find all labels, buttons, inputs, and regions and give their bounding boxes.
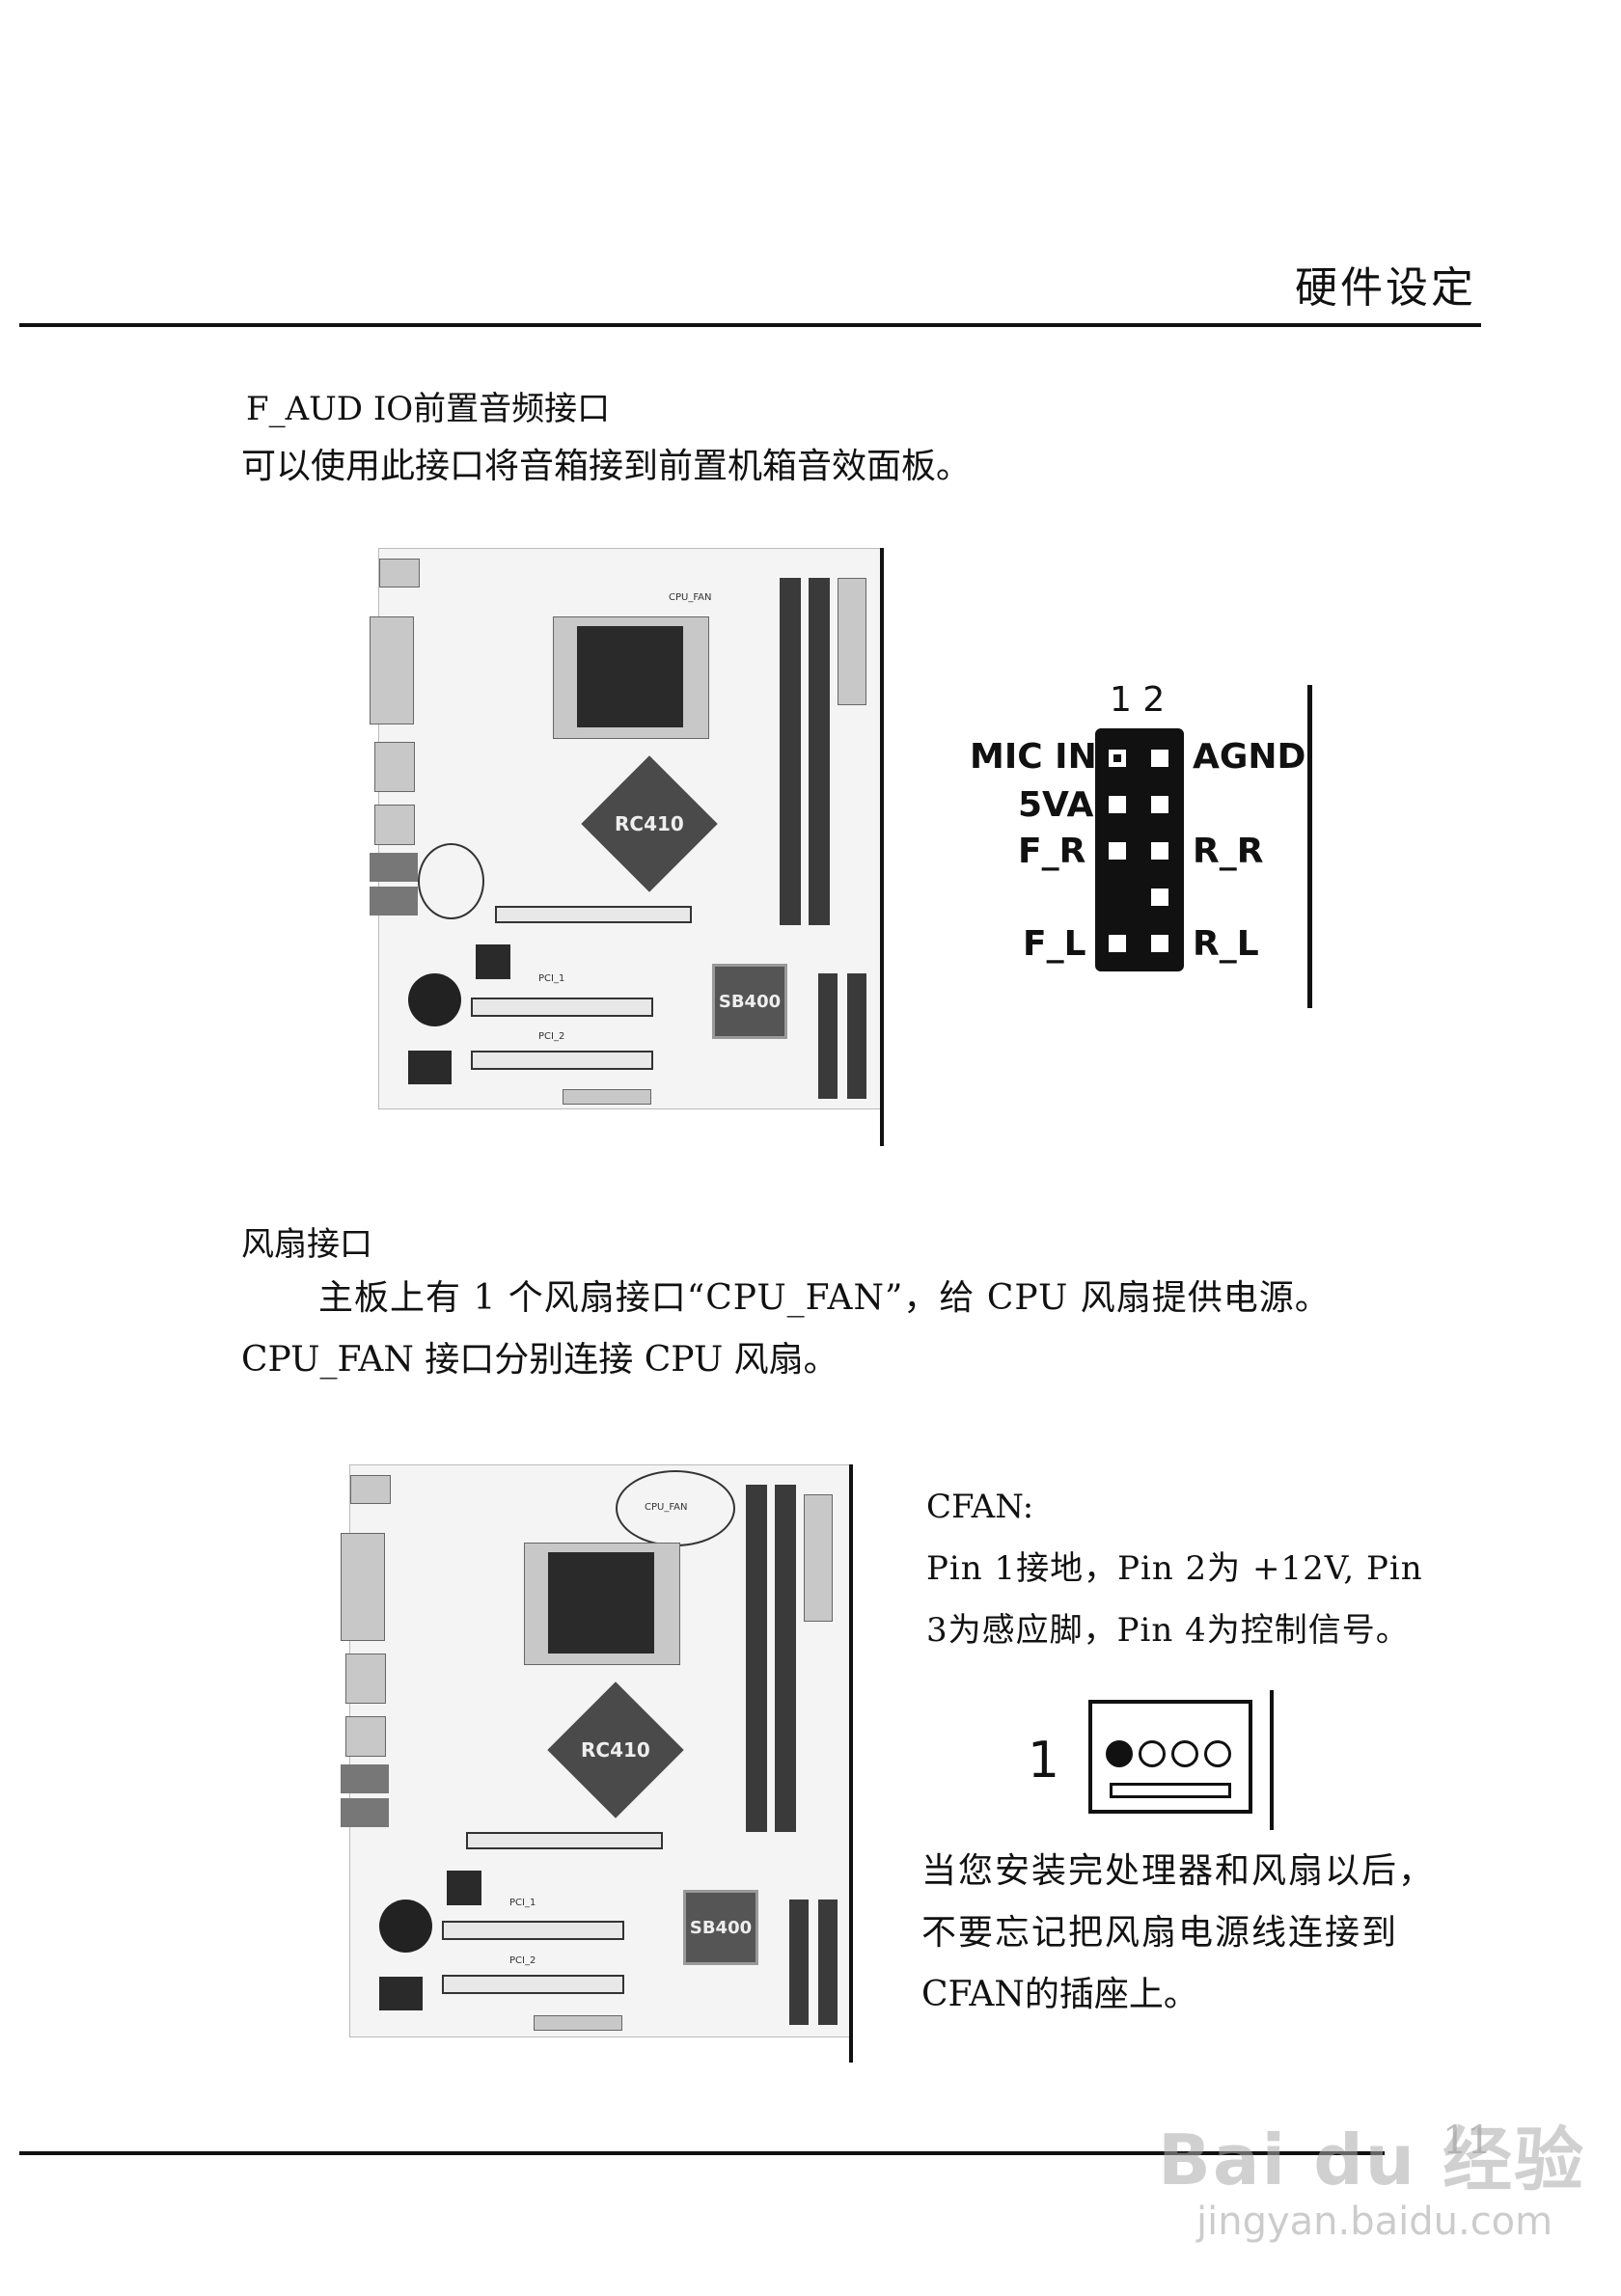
pin-label-r-l: R_L [1193, 924, 1259, 964]
board1-edge-line [880, 548, 884, 1146]
page-number: 11 [1442, 2118, 1492, 2163]
southbridge-chip: SB400 [712, 964, 787, 1039]
board2-edge-line [849, 1464, 853, 2063]
ide-slot-2 [818, 1900, 838, 2025]
fan-note-line-1: 当您安装完处理器和风扇以后， [921, 1851, 1436, 1891]
pci2-label: PCI_2 [509, 1955, 536, 1966]
ide-slot-2 [847, 973, 866, 1099]
audio-pin-8 [1148, 886, 1171, 909]
page-header-title: 硬件设定 [1295, 263, 1476, 313]
pin-numbers: 1 2 [1110, 680, 1166, 720]
pcie-slot [466, 1832, 663, 1849]
cpu-socket [577, 626, 683, 727]
motherboard-diagram-2: CPU_FAN RC410 PCI_1 PCI_2 SB400 [341, 1464, 853, 2037]
cpu-fan-label: CPU_FAN [669, 592, 712, 603]
pin-label-f-r: F_R [1018, 832, 1086, 871]
ide-slot-1 [818, 973, 838, 1099]
io-port-usb [345, 1716, 386, 1757]
io-port-audio-1 [370, 853, 418, 882]
audio-pin-3 [1106, 793, 1129, 816]
southbridge-label: SB400 [689, 1917, 753, 1938]
cfan-pin-desc-2: 3为感应脚，Pin 4为控制信号。 [926, 1611, 1410, 1650]
chip-small [476, 944, 510, 979]
fan-pin-3 [1171, 1740, 1198, 1767]
northbridge-label: RC410 [615, 811, 684, 835]
pci-slot-2 [471, 1051, 653, 1070]
io-port-usb [374, 805, 415, 845]
dimm-slot-2 [809, 578, 830, 925]
audio-pin-4 [1148, 793, 1171, 816]
floppy-connector [534, 2015, 622, 2031]
ide-slot-1 [789, 1900, 809, 2025]
fan-note-line-3: CFAN的插座上。 [921, 1975, 1198, 2014]
io-port-audio-2 [370, 887, 418, 916]
northbridge-label: RC410 [581, 1737, 650, 1762]
io-port-audio-1 [341, 1764, 389, 1793]
fan-diagram-edge-line [1270, 1690, 1274, 1830]
pci-slot-2 [442, 1975, 624, 1994]
audio-pin-1 [1106, 747, 1129, 770]
atx-power-connector [838, 578, 866, 705]
audio-pin-5 [1106, 839, 1129, 862]
pin-label-r-r: R_R [1193, 832, 1264, 871]
fan-pin-4 [1204, 1740, 1231, 1767]
pin-label-mic-in: MIC IN [970, 737, 1097, 777]
fan-note-line-2: 不要忘记把风扇电源线连接到 [921, 1913, 1399, 1953]
fan-connector-key [1110, 1783, 1231, 1798]
fan-heading: 风扇接口 [241, 1225, 372, 1264]
pci2-label: PCI_2 [538, 1031, 565, 1042]
motherboard-diagram-1: CPU_FAN RC410 PCI_1 PCI_2 SB400 [370, 548, 882, 1109]
atx-power-connector [804, 1494, 833, 1622]
cpu-fan-label: CPU_FAN [645, 1502, 688, 1513]
fan-header-circle [418, 843, 484, 919]
fan-connector-pin1-number: 1 [1028, 1732, 1060, 1790]
io-port-vga [370, 616, 414, 724]
audio-description: 可以使用此接口将音箱接到前置机箱音效面板。 [241, 447, 972, 486]
cmos-battery [379, 1900, 432, 1953]
pci1-label: PCI_1 [538, 973, 565, 984]
io-port-top [350, 1475, 391, 1504]
pcie-slot [495, 906, 692, 923]
baidu-watermark-url: jingyan.baidu.com [1196, 2200, 1553, 2244]
io-port-lan [374, 742, 415, 792]
io-port-audio-2 [341, 1798, 389, 1827]
dimm-slot-1 [746, 1485, 767, 1832]
northbridge-chip: RC410 [581, 755, 718, 892]
fan-paragraph-2: CPU_FAN 接口分别连接 CPU 风扇。 [241, 1340, 838, 1380]
pin-label-5va: 5VA [1018, 785, 1094, 825]
audio-diagram-edge-line [1307, 685, 1312, 1008]
bios-chip [379, 1977, 423, 2010]
dimm-slot-2 [775, 1485, 796, 1832]
baidu-watermark-logo: Bai du 经验 [1158, 2119, 1586, 2200]
chip-small [447, 1871, 481, 1905]
pci-slot-1 [471, 998, 653, 1017]
pci-slot-1 [442, 1921, 624, 1940]
bios-chip [408, 1051, 452, 1084]
fan-pin-1 [1106, 1740, 1133, 1767]
audio-pin-9 [1106, 932, 1129, 955]
southbridge-chip: SB400 [683, 1890, 758, 1965]
audio-pin-2 [1148, 747, 1171, 770]
floppy-connector [563, 1089, 651, 1105]
cpu-socket [548, 1552, 654, 1654]
cfan-pin-desc-1: Pin 1接地，Pin 2为 +12V, Pin [926, 1549, 1423, 1588]
northbridge-chip: RC410 [547, 1681, 684, 1818]
io-port-lan [345, 1654, 386, 1704]
pin-label-f-l: F_L [1023, 924, 1086, 964]
fan-pin-2 [1139, 1740, 1166, 1767]
audio-pin-6 [1148, 839, 1171, 862]
io-port-vga [341, 1533, 385, 1641]
header-rule [19, 323, 1481, 327]
io-port-top [379, 559, 420, 588]
fan-paragraph-1: 主板上有 1 个风扇接口“CPU_FAN”，给 CPU 风扇提供电源。 [318, 1278, 1331, 1318]
cfan-label: CFAN: [926, 1488, 1034, 1526]
cmos-battery [408, 973, 461, 1026]
footer-rule [19, 2151, 1385, 2155]
pci1-label: PCI_1 [509, 1898, 536, 1908]
audio-heading: F_AUD IO前置音频接口 [246, 390, 611, 428]
southbridge-label: SB400 [718, 991, 782, 1012]
audio-pin-10 [1148, 932, 1171, 955]
pin-label-agnd: AGND [1193, 737, 1306, 777]
dimm-slot-1 [780, 578, 801, 925]
